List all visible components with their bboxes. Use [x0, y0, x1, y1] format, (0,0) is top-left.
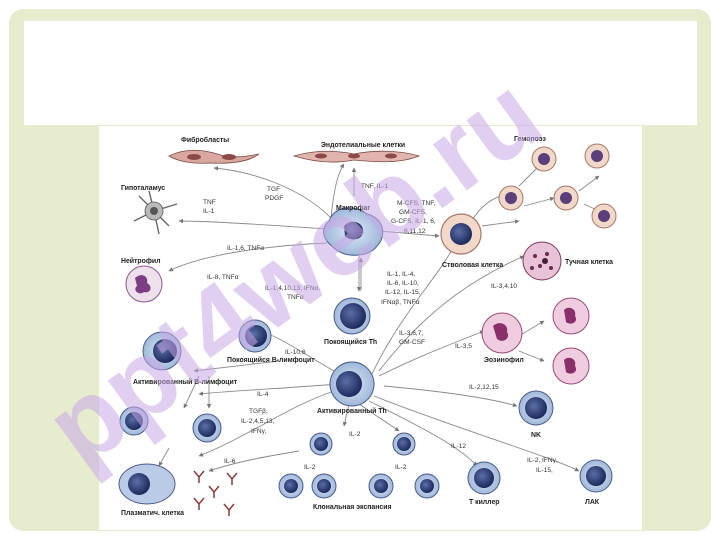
nk-label: NK — [531, 432, 541, 439]
label-b-prolif-3: IFNγ, — [251, 428, 267, 435]
label-tgf: TGF — [267, 186, 280, 193]
label-b-act: IL-10,6 — [285, 349, 306, 356]
label-lak-1: IL-2, IFNγ, — [527, 457, 558, 464]
plasma-cell-shape — [118, 463, 176, 505]
neutrophil-label: Нейтрофил — [121, 257, 160, 265]
label-endo-tnf: TNF, IL-1 — [361, 183, 388, 190]
label-th-mac-2: IL-6, IL-10, — [387, 280, 419, 287]
eosinophil-shapes — [481, 297, 590, 385]
label-pdgf: PDGF — [265, 195, 283, 202]
cytokine-diagram: Фибробласты Эндотелиальные клетки Гемопо… — [118, 136, 617, 517]
label-mac-th-2: TNFα — [287, 294, 304, 301]
clonal-expansion-label: Клональная экспансия — [313, 504, 391, 511]
label-th-mac-4: IFNαβ, TNFα — [381, 299, 420, 306]
stem-cell-label-text: Стволовая клетка — [442, 262, 503, 269]
mast-cell-shape — [522, 241, 562, 281]
hypothalamus-shape — [133, 190, 178, 235]
endothelial-shape — [292, 150, 421, 163]
label-il2: IL-2 — [349, 431, 361, 438]
label-lak-2: IL-15, — [536, 467, 553, 474]
hemopoiesis-shapes — [498, 143, 617, 229]
macrophage-label: Макрофаг — [336, 205, 370, 212]
label-il2-right: IL-2 — [395, 464, 407, 471]
hypothalamus-label: Гипоталамус — [121, 185, 165, 192]
label-mac-stem-3: G-CFS, IL-1, 6, — [391, 218, 436, 225]
nk-shape — [518, 390, 554, 426]
resting-b-shape — [238, 319, 272, 353]
label-th-mac-1: IL-1, IL-4, — [387, 271, 415, 278]
label-il12: IL-12 — [451, 443, 466, 450]
label-th-stem-2: GM-CSF — [399, 339, 425, 346]
hemopoiesis-label: Гемопоэз — [514, 136, 547, 143]
t-killer-label: Т киллер — [469, 499, 500, 506]
resting-th-label: Покоящийся Th — [324, 338, 377, 346]
label-b-prolif-1: TGFβ, — [249, 408, 268, 415]
proliferating-b-shapes — [119, 406, 222, 443]
t-killer-shape — [467, 461, 501, 495]
eosinophil-label: Эозинофил — [484, 357, 524, 364]
macrophage-shape — [323, 207, 384, 256]
label-mac-th-1: IL-1,4,10,13, IFNα, — [265, 285, 320, 292]
resting-b-label: Покоящийся В-лимфоцит — [227, 356, 315, 364]
label-th-mac-3: IL-12, IL-15, — [385, 289, 421, 296]
label-il6: IL-6 — [224, 458, 236, 465]
label-mast: IL-3,4,10 — [491, 283, 517, 290]
plasma-cell-label: Плазматич. клетка — [121, 510, 184, 517]
label-il1-6-tnf: IL-1,6, TNFα — [227, 245, 264, 252]
fibroblasts-shape — [168, 149, 260, 164]
stem-cell-shape — [440, 213, 482, 255]
clonal-expansion-shapes — [278, 432, 440, 499]
label-il2-left: IL-2 — [304, 464, 316, 471]
label-mac-stem-4: 8,11,12 — [404, 228, 426, 235]
activated-th-label: Активированный Th — [317, 407, 387, 415]
fibroblasts-label: Фибробласты — [181, 136, 229, 144]
arrow-lines — [158, 163, 600, 472]
label-th-stem-1: IL-3,6,7, — [399, 330, 423, 337]
neutrophil-shape — [125, 265, 163, 303]
resting-th-shape — [333, 297, 371, 335]
lak-label: ЛАК — [585, 499, 600, 506]
lak-shape — [579, 459, 613, 493]
label-b-prolif-2: IL-2,4,5,13, — [241, 418, 275, 425]
antibody-shapes — [193, 470, 238, 516]
mast-cell-label: Тучная клетка — [565, 259, 613, 266]
endothelial-label: Эндотелиальные клетки — [321, 142, 405, 149]
label-th-b: IL-4 — [257, 391, 269, 398]
activated-b-label: Активированный В-лимфоцит — [133, 378, 238, 386]
cytokine-network-figure: Фибробласты Эндотелиальные клетки Гемопо… — [99, 126, 642, 530]
label-mac-stem-2: GM-CFS, — [399, 209, 427, 216]
label-nk: IL-2,12,15 — [469, 384, 499, 391]
activated-b-shape — [142, 331, 182, 371]
label-tnf: TNF — [203, 199, 216, 206]
label-il8-tnf: IL-8, TNFα — [207, 274, 239, 281]
stem-cell-label: Стволовая клетка — [442, 262, 503, 269]
title-placeholder — [24, 21, 697, 125]
label-il1: IL-1 — [203, 208, 215, 215]
activated-th-shape — [329, 361, 375, 407]
label-eos: IL-3,5 — [455, 343, 472, 350]
label-mac-stem-1: M-CFS, TNF, — [397, 200, 436, 207]
